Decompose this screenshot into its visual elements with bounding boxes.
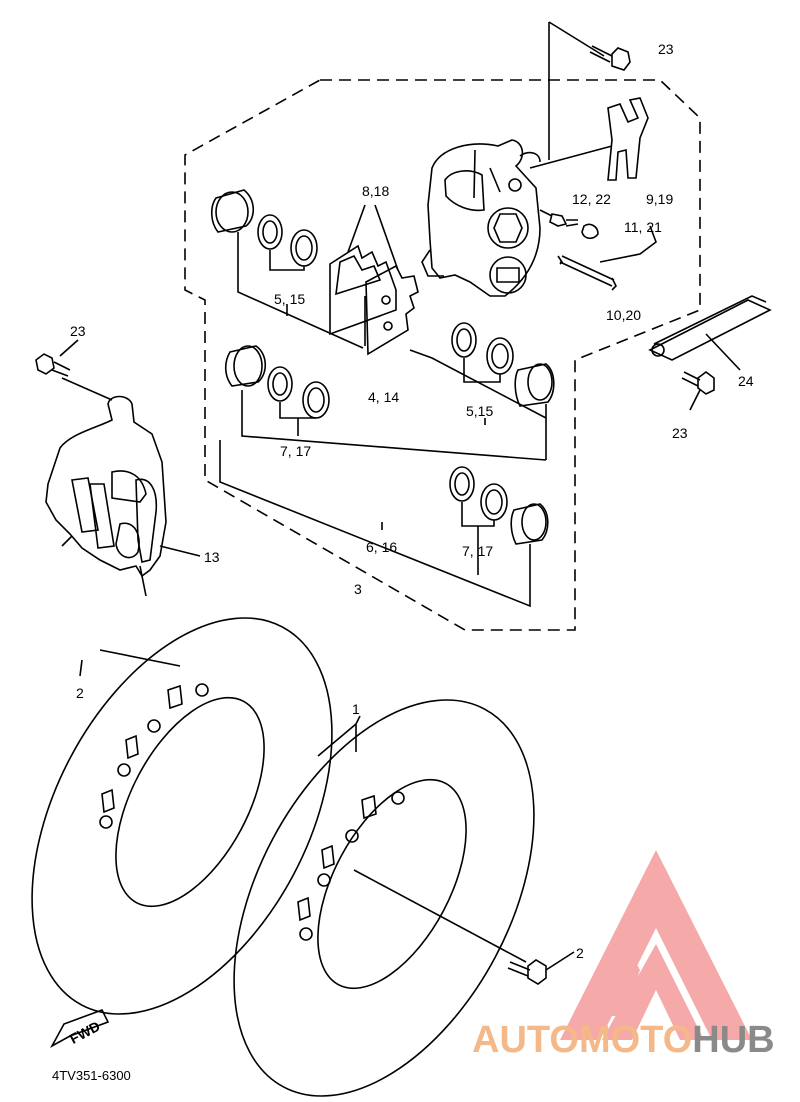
automotohub-logo xyxy=(560,850,752,1040)
callout-12-22: 12, 22 xyxy=(572,191,611,207)
brand-wordmark: AUTOMOTOHUB xyxy=(472,1019,775,1061)
callout-5-15-b: 5,15 xyxy=(466,403,493,419)
piston-seal-set-7-17-lower xyxy=(219,440,549,608)
callout-23-top: 23 xyxy=(658,41,674,57)
assembly-boundary xyxy=(184,79,701,631)
callout-1: 1 xyxy=(352,701,360,717)
fwd-arrow-icon xyxy=(49,1009,110,1049)
pad-pin xyxy=(557,225,657,291)
callout-3: 3 xyxy=(354,581,362,597)
brake-pads xyxy=(329,204,419,356)
bolt-2-right xyxy=(507,951,575,985)
callout-5-15-a: 5, 15 xyxy=(274,291,305,307)
bolt-23-left xyxy=(35,339,113,401)
callout-4-14: 4, 14 xyxy=(368,389,399,405)
brand-part2: HUB xyxy=(692,1019,774,1061)
logo-triangle xyxy=(560,850,752,1040)
callout-9-19: 9,19 xyxy=(646,191,673,207)
brake-disc-right xyxy=(233,699,535,1097)
brake-line-24 xyxy=(648,295,772,371)
bolt-23-top xyxy=(548,21,631,160)
callout-23-right: 23 xyxy=(672,425,688,441)
fwd-label: FWD xyxy=(67,1018,103,1047)
bolt-23-right xyxy=(681,371,715,411)
disc-callout-1 xyxy=(317,715,361,757)
callout-2-left: 2 xyxy=(76,685,84,701)
callout-7-17-a: 7, 17 xyxy=(280,443,311,459)
callout-24: 24 xyxy=(738,373,754,389)
brake-disc-left xyxy=(31,617,333,1015)
bleed-screw xyxy=(539,209,599,240)
svg-text:AUTOMOTOHUB: AUTOMOTOHUB xyxy=(472,1019,775,1061)
piston-seal-set-7-17-upper xyxy=(224,345,547,461)
callout-6-16: 6, 16 xyxy=(366,539,397,555)
caliper-body-upper xyxy=(421,139,541,297)
callout-2-right: 2 xyxy=(576,945,584,961)
callout-8-18: 8,18 xyxy=(362,183,389,199)
callout-11-21: 11, 21 xyxy=(624,219,662,235)
callout-13: 13 xyxy=(204,549,220,565)
piston-seal-set-5-15-right xyxy=(409,322,555,460)
pad-spring xyxy=(529,97,649,181)
piston-seal-set-5-15-upper xyxy=(210,189,366,349)
callout-7-17-b: 7, 17 xyxy=(462,543,493,559)
callout-23-left: 23 xyxy=(70,323,86,339)
diagram-code: 4TV351-6300 xyxy=(52,1068,131,1083)
caliper-body-lower xyxy=(45,395,201,597)
brand-part1: AUTOMOTO xyxy=(472,1019,692,1061)
callout-10-20: 10,20 xyxy=(606,307,641,323)
